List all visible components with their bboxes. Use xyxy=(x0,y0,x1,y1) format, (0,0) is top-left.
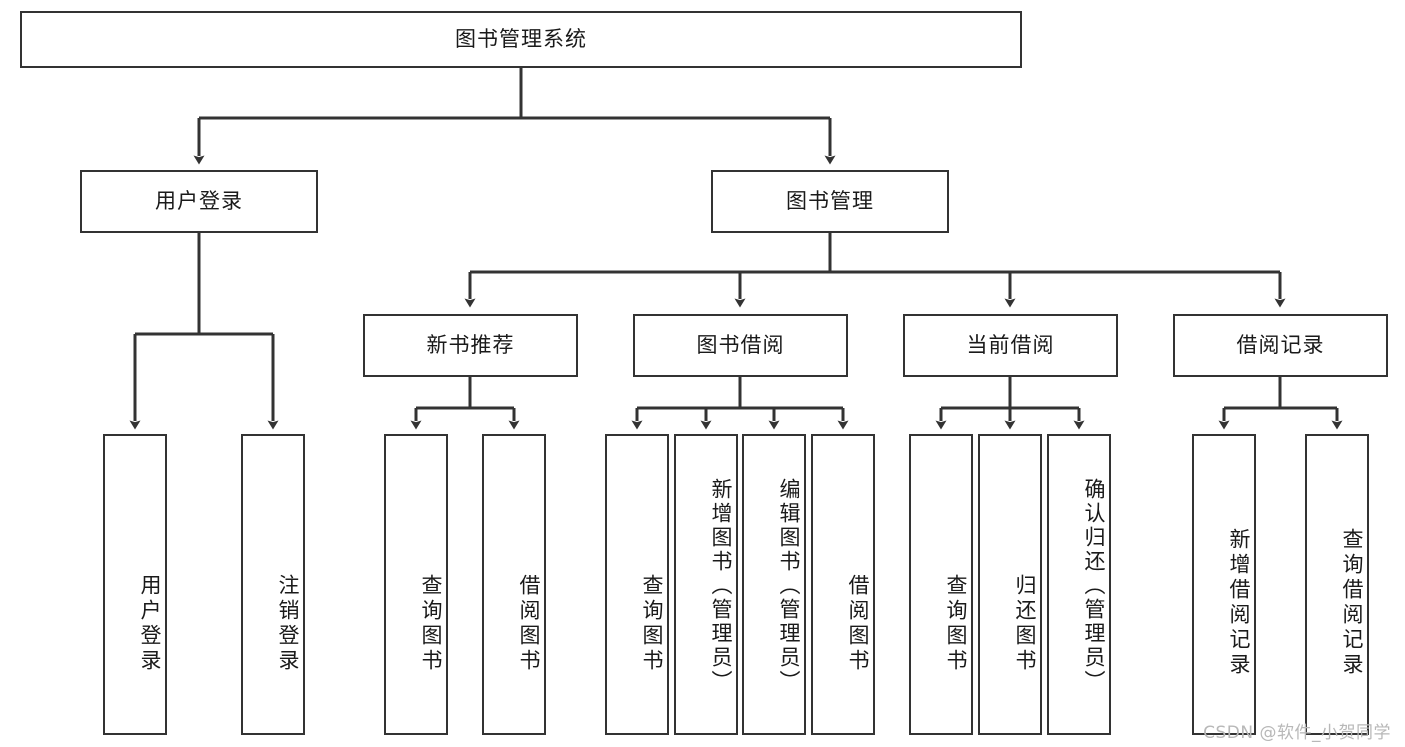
leaf-borrow-book-b[interactable]: 借阅图书 xyxy=(811,434,875,735)
node-new-book-recommend[interactable]: 新书推荐 xyxy=(363,314,578,377)
leaf-query-book-a[interactable]: 查询图书 xyxy=(384,434,448,735)
leaf-query-book-a-label: 查询图书 xyxy=(419,574,443,674)
leaf-borrow-book-a-label: 借阅图书 xyxy=(517,574,541,674)
leaf-user-login[interactable]: 用户登录 xyxy=(103,434,167,735)
node-book-management-label: 图书管理 xyxy=(786,188,874,213)
leaf-query-book-b[interactable]: 查询图书 xyxy=(605,434,669,735)
leaf-edit-book[interactable]: 编辑图书（管理员） xyxy=(742,434,806,735)
leaf-query-book-b-label: 查询图书 xyxy=(640,574,664,674)
leaf-confirm-return-label: 确认归还（管理员） xyxy=(1082,477,1106,694)
leaf-logout-label: 注销登录 xyxy=(276,574,300,674)
watermark-text: CSDN @软件_小贺同学 xyxy=(1203,723,1391,743)
node-user-login-label: 用户登录 xyxy=(155,188,243,213)
leaf-user-login-label: 用户登录 xyxy=(138,574,162,674)
leaf-edit-book-label: 编辑图书（管理员） xyxy=(777,477,801,694)
node-book-management[interactable]: 图书管理 xyxy=(711,170,949,233)
leaf-borrow-book-a[interactable]: 借阅图书 xyxy=(482,434,546,735)
node-current-borrow-label: 当前借阅 xyxy=(966,332,1055,357)
node-new-book-recommend-label: 新书推荐 xyxy=(426,332,515,357)
leaf-confirm-return[interactable]: 确认归还（管理员） xyxy=(1047,434,1111,735)
node-borrow-record[interactable]: 借阅记录 xyxy=(1173,314,1388,377)
node-root-label: 图书管理系统 xyxy=(455,26,587,51)
node-root[interactable]: 图书管理系统 xyxy=(20,11,1022,68)
node-book-borrow-label: 图书借阅 xyxy=(696,332,785,357)
leaf-return-book[interactable]: 归还图书 xyxy=(978,434,1042,735)
leaf-query-book-c[interactable]: 查询图书 xyxy=(909,434,973,735)
node-current-borrow[interactable]: 当前借阅 xyxy=(903,314,1118,377)
node-book-borrow[interactable]: 图书借阅 xyxy=(633,314,848,377)
leaf-add-book-label: 新增图书（管理员） xyxy=(709,477,733,694)
leaf-return-book-label: 归还图书 xyxy=(1013,574,1037,674)
leaf-logout[interactable]: 注销登录 xyxy=(241,434,305,735)
leaf-query-record[interactable]: 查询借阅记录 xyxy=(1305,434,1369,735)
leaf-add-book[interactable]: 新增图书（管理员） xyxy=(674,434,738,735)
leaf-query-book-c-label: 查询图书 xyxy=(944,574,968,674)
leaf-add-record[interactable]: 新增借阅记录 xyxy=(1192,434,1256,735)
leaf-query-record-label: 查询借阅记录 xyxy=(1340,527,1364,678)
node-borrow-record-label: 借阅记录 xyxy=(1236,332,1325,357)
leaf-add-record-label: 新增借阅记录 xyxy=(1227,527,1251,678)
node-user-login[interactable]: 用户登录 xyxy=(80,170,318,233)
leaf-borrow-book-b-label: 借阅图书 xyxy=(846,574,870,674)
